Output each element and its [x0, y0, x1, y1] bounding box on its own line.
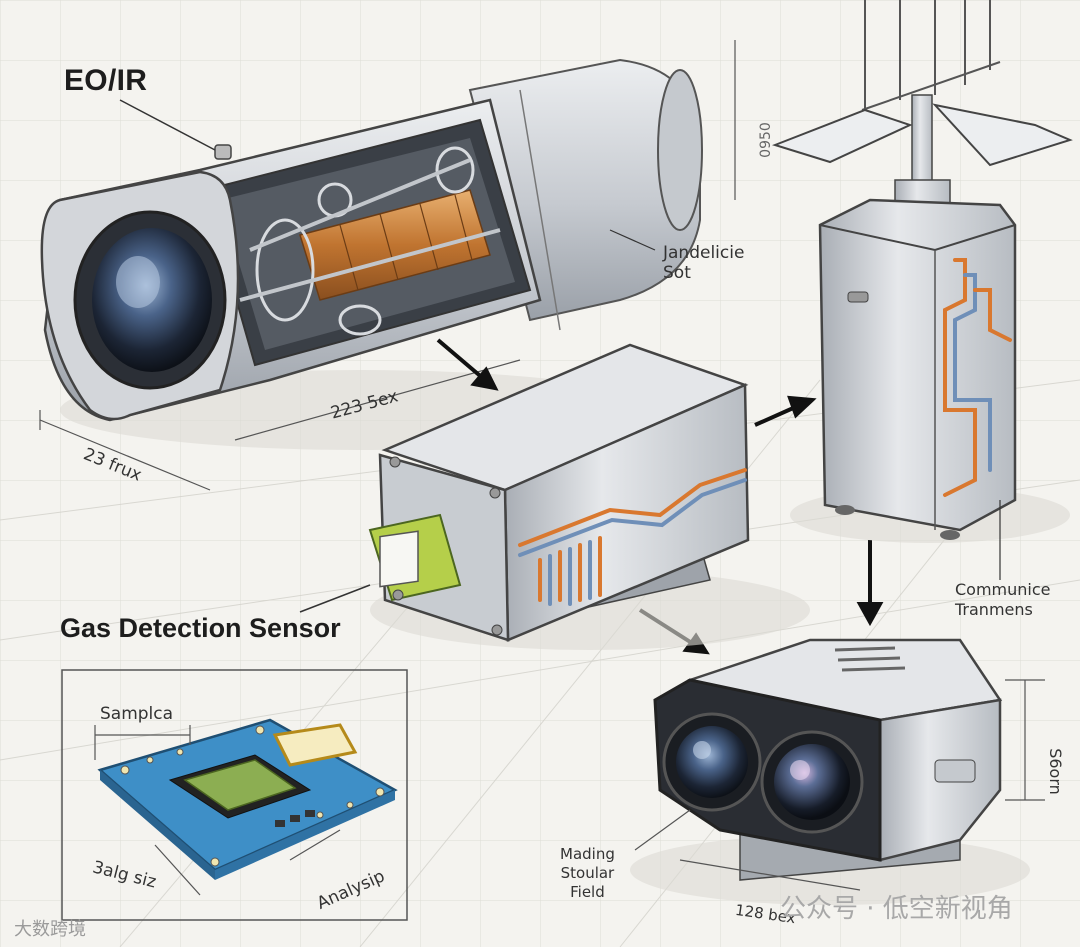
- communication-unit: [771, 0, 1073, 580]
- antenna-icon: [861, 0, 1001, 111]
- jandelicie-sot-label: Jandelicie Sot: [663, 243, 745, 283]
- pcb-inset: [61, 669, 408, 921]
- watermark-right: 公众号 · 低空新视角: [780, 894, 1013, 924]
- dimension-right-label: S6orn: [1045, 748, 1065, 795]
- gas-sensor-label: Gas Detection Sensor: [60, 613, 341, 643]
- watermark-left: 大数跨境: [14, 919, 86, 940]
- communice-label: Communice Tranmens: [955, 580, 1051, 619]
- binocular-camera: [630, 638, 1045, 905]
- sampla-label: Samplca: [100, 704, 174, 724]
- eo-ir-label: EO/IR: [64, 64, 148, 97]
- mading-label: Mading Stoular Field: [560, 845, 615, 901]
- gas-detection-sensor: [299, 343, 810, 650]
- dimension-top-label: 0950: [757, 122, 774, 158]
